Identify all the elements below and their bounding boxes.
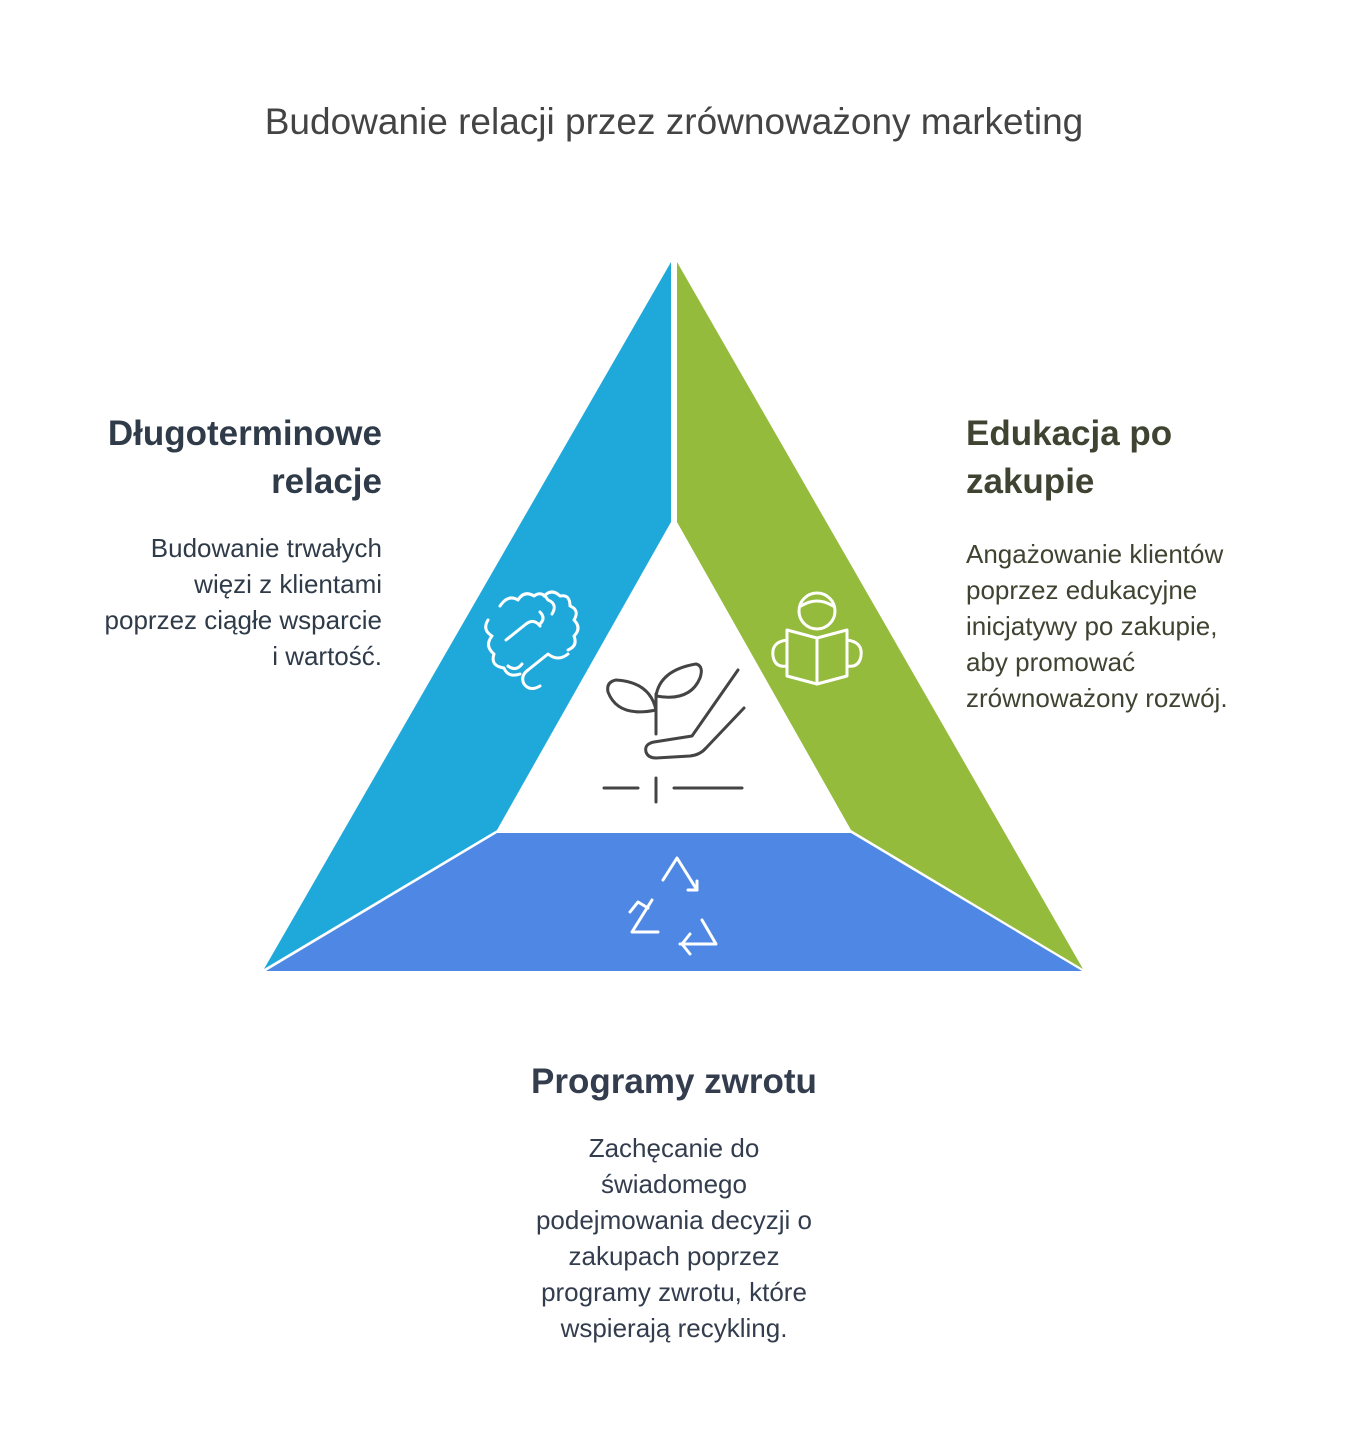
right-description: Angażowanie klientów poprzez edukacyjne … — [966, 536, 1306, 716]
recycle-icon — [628, 856, 718, 956]
bottom-description-line: programy zwrotu, które — [541, 1277, 807, 1307]
left-description-line: poprzez ciągłe wsparcie — [104, 605, 382, 635]
left-heading: Długoterminowe relacje — [42, 410, 382, 506]
right-heading-line: Edukacja po — [966, 414, 1173, 453]
handshake-icon — [484, 590, 580, 691]
bottom-description-line: podejmowania decyzji o — [535, 1205, 813, 1235]
right-description-line: inicjatywy po zakupie, — [966, 611, 1218, 641]
reading-person-icon — [771, 591, 863, 686]
bottom-description-line: świadomego — [601, 1169, 747, 1199]
right-heading-line: zakupie — [966, 462, 1095, 501]
bottom-description-line: Zachęcanie do — [588, 1133, 760, 1163]
right-description-line: poprzez edukacyjne — [966, 575, 1198, 605]
left-description-line: i wartość. — [272, 641, 382, 671]
left-segment — [264, 262, 671, 969]
bottom-description-line: zakupach poprzez — [568, 1241, 780, 1271]
bottom-heading-line: Programy zwrotu — [531, 1062, 817, 1101]
left-description: Budowanie trwałych więzi z klientami pop… — [52, 530, 382, 674]
left-description-line: Budowanie trwałych — [150, 533, 382, 563]
bottom-description: Zachęcanie do świadomego podejmowania de… — [494, 1130, 854, 1346]
right-segment — [677, 262, 1083, 969]
right-description-line: zrównoważony rozwój. — [966, 683, 1228, 713]
bottom-heading: Programy zwrotu — [474, 1058, 874, 1106]
left-description-line: więzi z klientami — [194, 569, 382, 599]
left-heading-line: Długoterminowe — [107, 414, 382, 453]
right-description-line: aby promować — [966, 647, 1136, 677]
diagram-title: Budowanie relacji przez zrównoważony mar… — [264, 101, 1084, 142]
right-description-line: Angażowanie klientów — [966, 539, 1224, 569]
left-heading-line: relacje — [271, 462, 382, 501]
plant-in-hand-icon — [602, 662, 746, 804]
bottom-description-line: wspierają recykling. — [560, 1313, 788, 1343]
right-heading: Edukacja po zakupie — [966, 410, 1296, 506]
bottom-segment — [266, 833, 1082, 971]
